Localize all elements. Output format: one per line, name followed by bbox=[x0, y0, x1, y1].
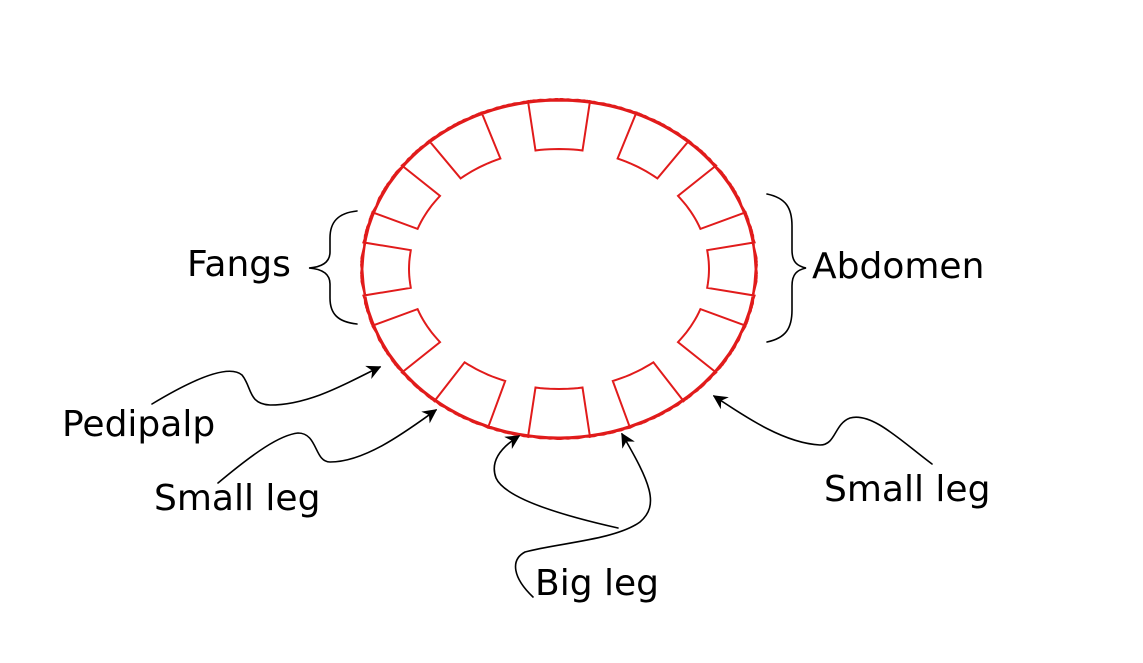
pedipalp-label: Pedipalp bbox=[62, 404, 215, 445]
big-leg-label: Big leg bbox=[535, 563, 659, 604]
abdomen-label: Abdomen bbox=[812, 246, 984, 287]
small-leg-left-label: Small leg bbox=[154, 478, 320, 519]
big-leg-arrow-left bbox=[493, 435, 619, 529]
small-leg-right-label: Small leg bbox=[824, 469, 990, 510]
abdomen-brace bbox=[766, 193, 807, 343]
fangs-brace bbox=[308, 210, 358, 325]
body-outline bbox=[360, 97, 758, 441]
fangs-label: Fangs bbox=[187, 244, 291, 285]
pedipalp-arrow bbox=[151, 365, 382, 406]
big-leg-arrow-right bbox=[514, 432, 652, 598]
small-leg-right-arrow bbox=[712, 395, 933, 465]
small-leg-left-arrow bbox=[217, 409, 438, 484]
